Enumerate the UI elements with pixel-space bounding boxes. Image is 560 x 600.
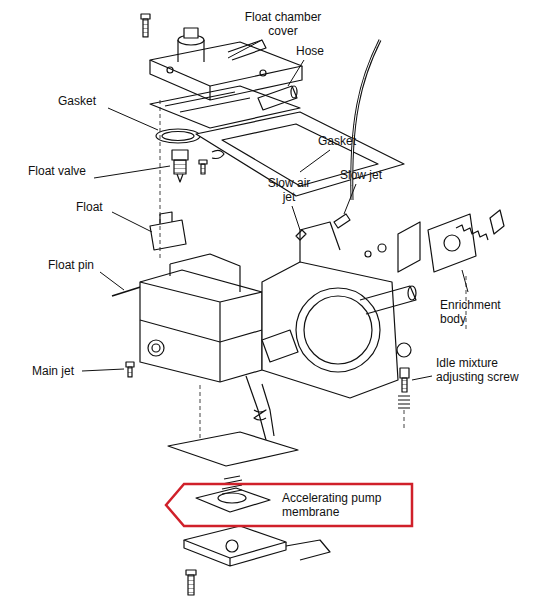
part-label: Gasket — [318, 134, 378, 148]
o-ring — [156, 129, 200, 143]
slow-jet-part — [334, 214, 350, 228]
part-label: Float — [76, 200, 116, 214]
pump-membrane-part — [196, 476, 270, 512]
bottom-screw — [186, 570, 196, 595]
pump-cover — [184, 526, 330, 566]
float-valve-part — [172, 150, 188, 182]
gasket-part — [168, 432, 298, 466]
part-label: Idle mixture adjusting screw — [436, 356, 546, 384]
enrichment-body-part — [365, 210, 504, 272]
part-label: Slow air jet — [262, 176, 316, 204]
linkage — [246, 376, 274, 440]
float-part — [150, 212, 186, 250]
part-label: Slow jet — [340, 168, 400, 182]
idle-screw-part — [397, 343, 411, 408]
part-label: Gasket — [58, 94, 118, 108]
small-screw — [199, 160, 207, 174]
centre-line — [160, 100, 466, 440]
part-label: Float valve — [28, 164, 108, 178]
part-label: Hose — [296, 44, 336, 58]
cover-screw — [141, 14, 150, 37]
part-label: Float pin — [48, 258, 118, 272]
carburetor-body — [140, 222, 416, 398]
part-label: Float chamber cover — [238, 10, 328, 38]
part-label: Main jet — [32, 364, 92, 378]
clip — [212, 150, 224, 158]
leader-line — [82, 40, 468, 380]
hose-part — [258, 86, 297, 110]
part-label: Enrichment body — [440, 298, 520, 326]
callout-text: Accelerating pump membrane — [282, 491, 404, 519]
main-jet-part — [126, 362, 134, 377]
slow-air-jet-part — [296, 230, 306, 240]
callout-box: Accelerating pump membrane — [164, 482, 414, 528]
